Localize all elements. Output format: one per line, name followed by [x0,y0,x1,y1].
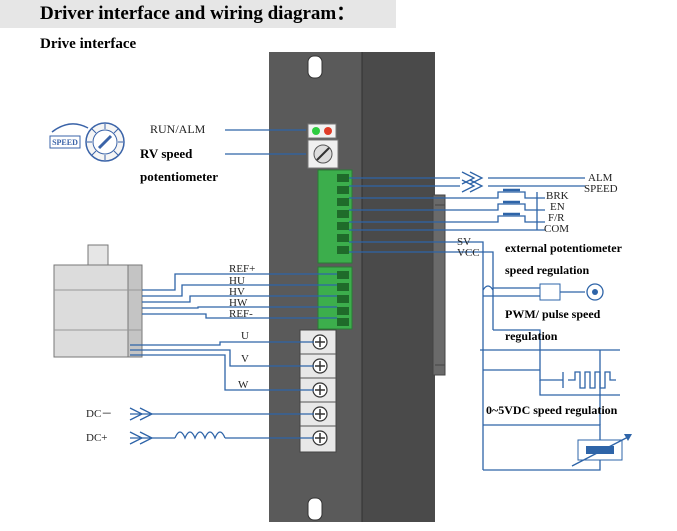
label-hw: HW [229,297,248,309]
label-ref-plus: REF+ [229,263,255,275]
driver-housing [269,52,446,522]
label-speed: SPEED [584,183,618,195]
label-pwm-1: PWM/ pulse speed [505,307,601,321]
signal-terminal-block [317,169,353,264]
switch-icons [503,188,520,216]
pwm-pulse-icon [562,371,616,389]
label-com: COM [544,223,569,235]
variable-voltage-icon [571,434,632,467]
label-ref-minus: REF- [229,308,253,320]
run-alm-leds [307,123,337,139]
label-sv: SV [457,236,471,248]
label-alm: ALM [588,172,613,184]
label-fr: F/R [548,212,565,224]
motor-icon [53,244,143,358]
hall-terminal-block [317,266,353,330]
arrow-icons [129,171,484,445]
external-potentiometer-icon [539,283,604,301]
label-rv-speed-1: RV speed [140,146,193,161]
label-brk: BRK [546,190,569,202]
speed-dial-icon: SPEED [49,122,125,162]
label-w: W [238,379,249,391]
label-vcc: VCC [457,247,480,259]
label-hu: HU [229,275,245,287]
power-terminal-block [299,329,337,453]
label-v: V [241,353,249,365]
label-dc-minus: DC－ [86,408,112,420]
speed-dial-label: SPEED [52,138,78,147]
page-title: Driver interface and wiring diagram： [40,3,356,24]
label-hv: HV [229,286,245,298]
header-bar [0,0,396,28]
label-ext-pot-1: external potentiometer [505,241,623,255]
label-vdc-reg: 0~5VDC speed regulation [486,403,618,417]
label-rv-speed-2: potentiometer [140,169,218,184]
label-u: U [241,330,249,342]
wires [130,129,620,471]
label-run-alm: RUN/ALM [150,122,206,136]
rv-potentiometer [307,139,339,169]
label-ext-pot-2: speed regulation [505,263,589,277]
label-dc-plus: DC+ [86,432,107,444]
label-en: EN [550,201,565,213]
label-pwm-2: regulation [505,329,558,343]
section-title: Drive interface [40,36,137,52]
